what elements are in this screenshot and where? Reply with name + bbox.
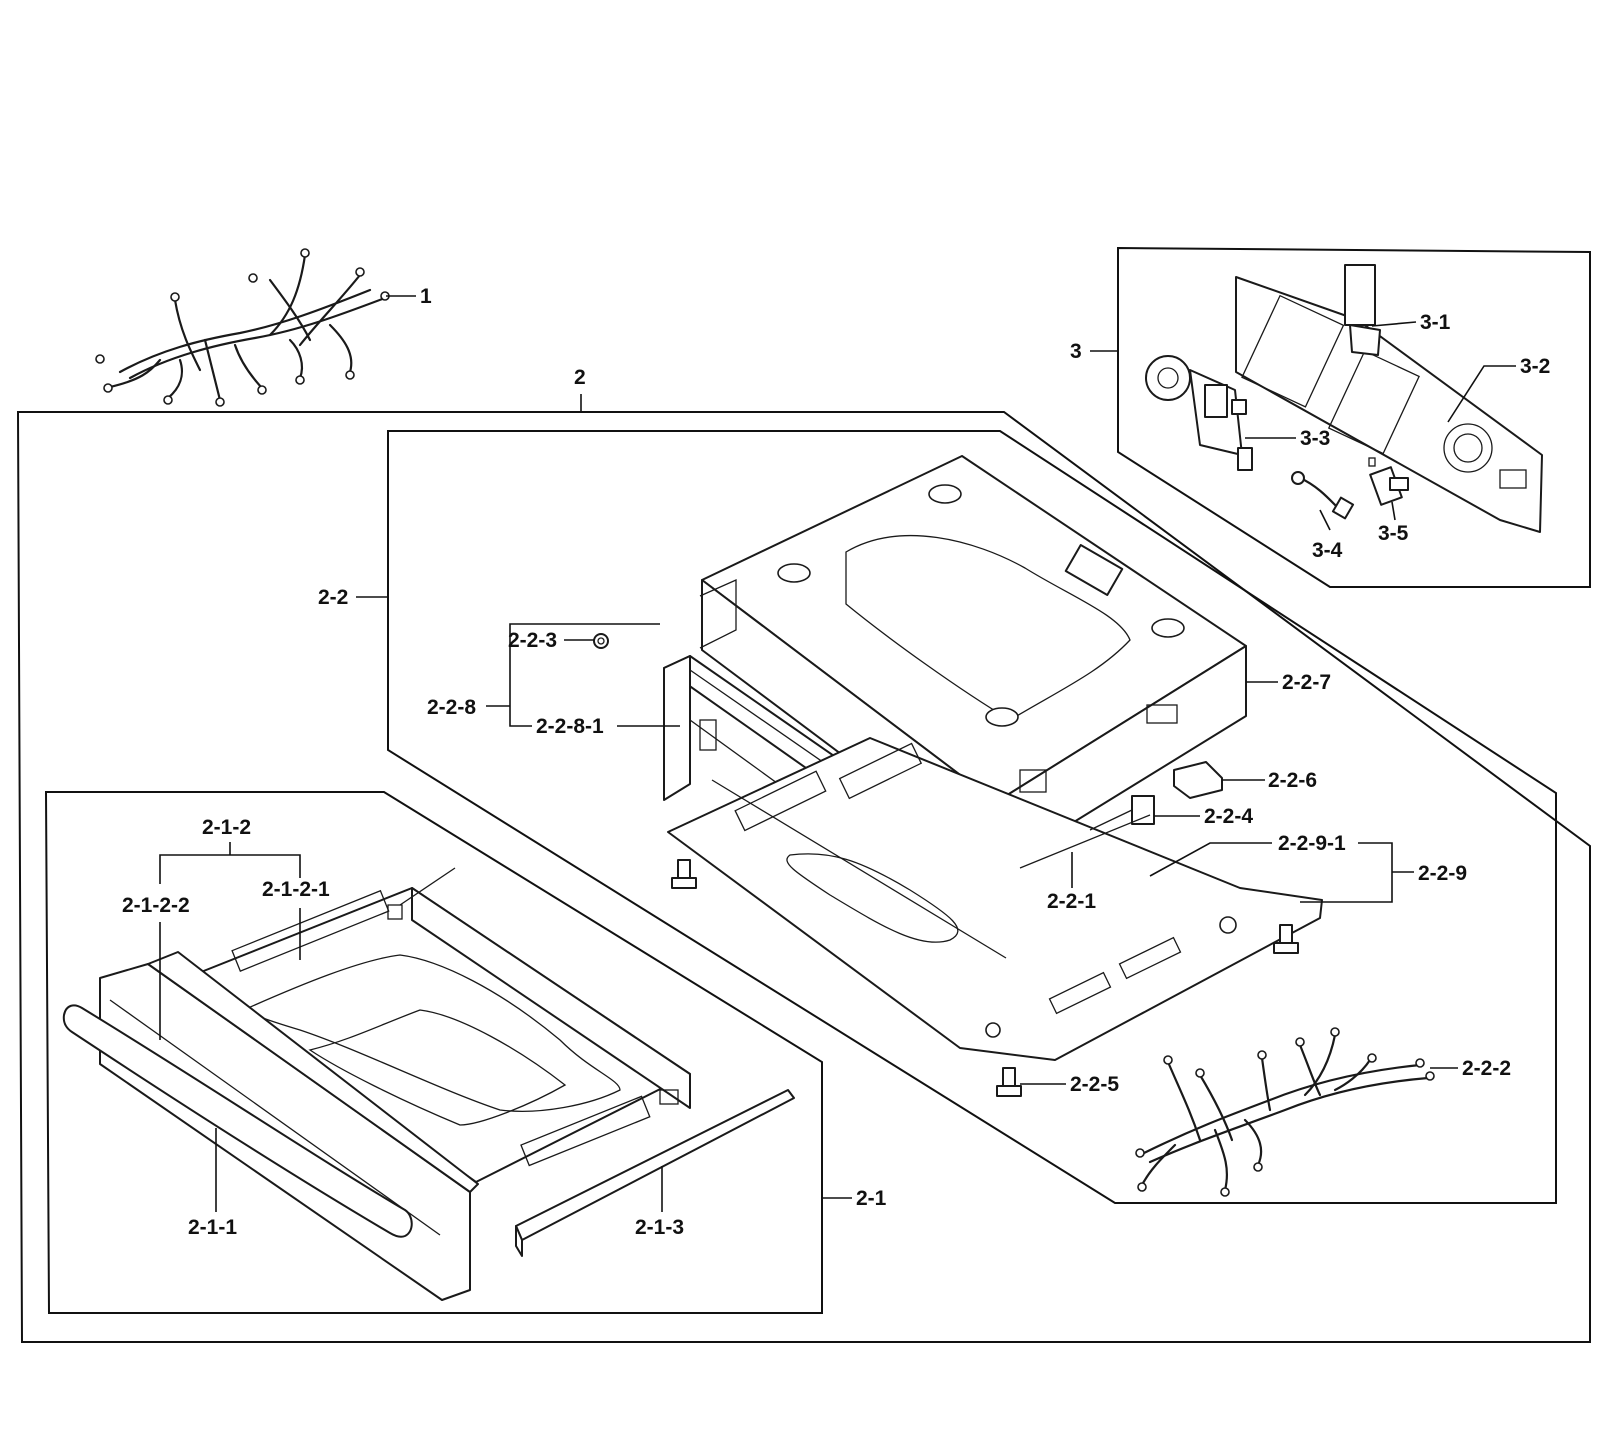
label-2-2-9: 2-2-9 bbox=[1418, 862, 1467, 885]
label-2-2-2: 2-2-2 bbox=[1462, 1057, 1511, 1080]
label-3-4: 3-4 bbox=[1312, 539, 1343, 562]
label-2-2-6: 2-2-6 bbox=[1268, 769, 1317, 792]
label-2-1-1: 2-1-1 bbox=[188, 1216, 237, 1239]
label-2-2-8-1: 2-2-8-1 bbox=[536, 715, 604, 738]
label-2-2-7: 2-2-7 bbox=[1282, 671, 1331, 694]
drawer-2-1-drawing bbox=[185, 867, 691, 1183]
control-panel-3-drawing bbox=[1145, 264, 1543, 533]
label-2-2-1: 2-2-1 bbox=[1047, 890, 1096, 913]
label-2-1: 2-1 bbox=[856, 1187, 887, 1210]
label-2-2-3: 2-2-3 bbox=[508, 629, 557, 652]
label-2-2-9-1: 2-2-9-1 bbox=[1278, 832, 1346, 855]
leveling-leg-2-2-5-drawing bbox=[671, 859, 1299, 1097]
label-2-1-3: 2-1-3 bbox=[635, 1216, 684, 1239]
leader-lines bbox=[159, 295, 1516, 1212]
base-plate-2-2-9-drawing bbox=[667, 737, 1323, 1061]
label-1: 1 bbox=[420, 285, 432, 308]
cover-2-2-6-drawing bbox=[1173, 761, 1223, 799]
label-2-1-2: 2-1-2 bbox=[202, 816, 251, 839]
assembly-2-2-outline bbox=[387, 430, 1557, 1204]
label-2-1-2-1: 2-1-2-1 bbox=[262, 878, 330, 901]
drawer-front-2-1-2-drawing bbox=[62, 951, 479, 1301]
label-3-5: 3-5 bbox=[1378, 522, 1409, 545]
sensor-3-4-drawing bbox=[1291, 471, 1355, 520]
label-3-1: 3-1 bbox=[1420, 311, 1451, 334]
label-2-2-8: 2-2-8 bbox=[427, 696, 476, 719]
bracket-2-2-4-drawing bbox=[1089, 795, 1155, 831]
label-2: 2 bbox=[574, 366, 586, 389]
label-3: 3 bbox=[1070, 340, 1082, 363]
assembly-2-1-outline bbox=[44, 791, 823, 1314]
label-2-2: 2-2 bbox=[318, 586, 348, 609]
label-2-2-4: 2-2-4 bbox=[1204, 805, 1253, 828]
assembly-3-outline bbox=[1117, 246, 1591, 588]
water-valve-3-3-drawing bbox=[1145, 355, 1253, 471]
callout-labels: 1 2 3 3-1 3-2 3-3 3-4 3-5 2-2 2-2-3 2-2-… bbox=[122, 285, 1550, 1239]
wire-harness-1-drawing bbox=[95, 248, 390, 407]
drawer-rail-2-1-3-drawing bbox=[515, 1089, 795, 1257]
wire-harness-2-2-2-drawing bbox=[1135, 1027, 1435, 1197]
label-2-1-2-2: 2-1-2-2 bbox=[122, 894, 190, 917]
label-3-3: 3-3 bbox=[1300, 427, 1330, 450]
rod-2-2-1-drawing bbox=[1019, 814, 1151, 869]
label-3-2: 3-2 bbox=[1520, 355, 1550, 378]
label-2-2-5: 2-2-5 bbox=[1070, 1073, 1119, 1096]
switch-3-5-drawing bbox=[1368, 457, 1409, 506]
screw-2-2-3-drawing bbox=[593, 633, 609, 649]
assembly-2-outline bbox=[16, 411, 1591, 1343]
